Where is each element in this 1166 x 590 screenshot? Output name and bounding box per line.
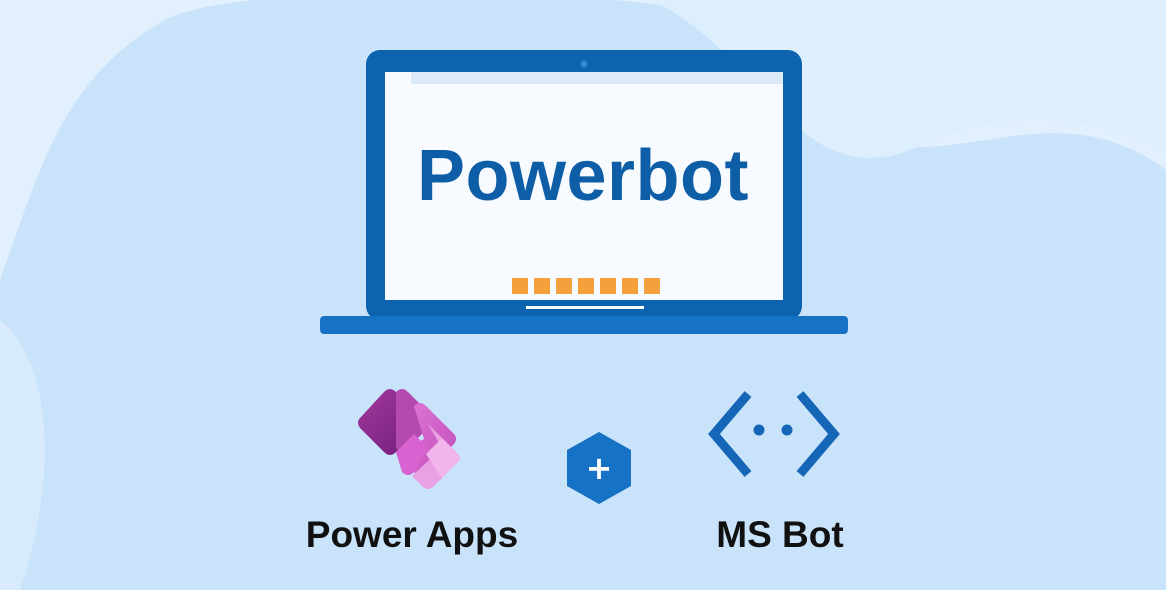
plus-symbol: + [586,449,613,487]
loading-segment [512,278,528,294]
loading-segment [578,278,594,294]
loading-bar [512,278,664,294]
power-apps-label: Power Apps [305,514,519,555]
screen-title: Powerbot [416,136,749,216]
laptop-illustration [320,50,848,334]
ms-bot-logo [708,391,840,477]
plus-hexagon-icon: + [567,432,631,504]
loading-segment [622,278,638,294]
loading-segment [534,278,550,294]
loading-segment [556,278,572,294]
power-apps-logo [358,389,460,489]
ms-bot-label: MS Bot [716,514,844,555]
loading-segment [600,278,616,294]
loading-segment [644,278,660,294]
